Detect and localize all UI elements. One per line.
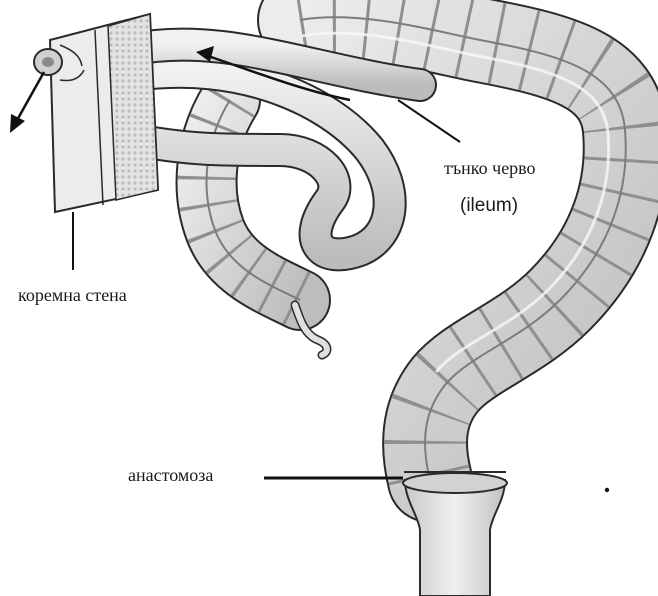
- label-ileum: (ileum): [460, 195, 518, 217]
- label-anastomosis: анастомоза: [128, 465, 213, 486]
- small-intestine: [130, 45, 420, 255]
- label-small-intestine: тънко черво: [444, 158, 536, 179]
- output-arrow: [16, 72, 44, 122]
- abdominal-wall: [50, 14, 158, 212]
- speck: [605, 488, 609, 492]
- label-abdominal-wall: коремна стена: [18, 285, 127, 306]
- leader-small-intestine: [398, 100, 460, 142]
- rectal-stump: [403, 472, 507, 596]
